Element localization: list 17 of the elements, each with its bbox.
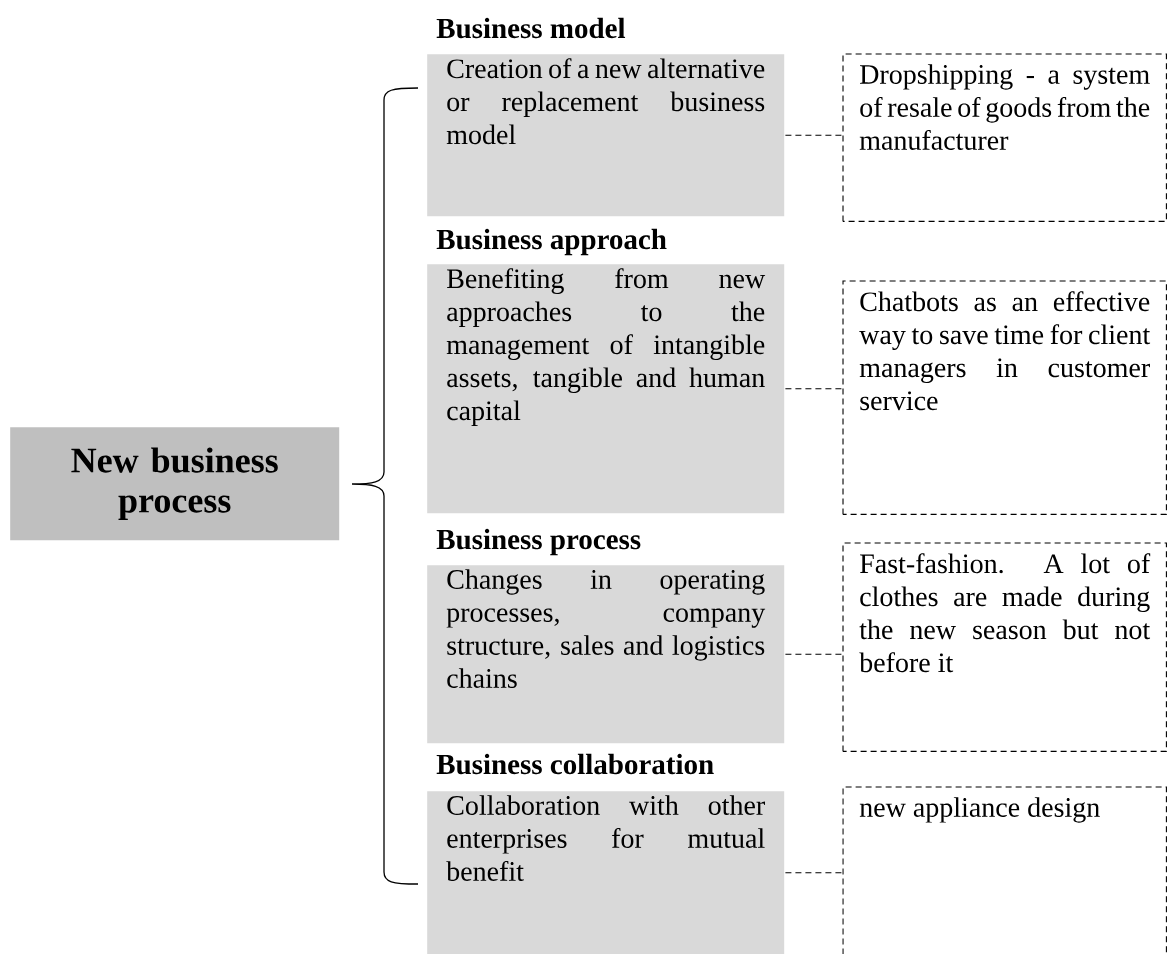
process-box: New business process — [10, 427, 340, 541]
text-box: Benefiting from new approaches to the management of intangible assets, tangible and human capital — [427, 264, 785, 514]
example-box: new appliance design — [842, 786, 1167, 954]
example-box: Fast-fashion. A lot of clothes are made during the new season but not before it — [842, 542, 1167, 752]
connector-line — [784, 653, 843, 655]
text-box: Changes in operating processes, company structure, sales and logistics chains — [427, 565, 785, 744]
heading: Business approach — [436, 228, 667, 256]
heading: Business process — [436, 528, 641, 556]
connector-line — [784, 872, 843, 874]
heading: Business collaboration — [436, 753, 714, 775]
example-box: Dropshipping - a system of resale of goods from the manufacturer — [842, 53, 1167, 222]
text-box: Creation of a new alternative or replacement business model — [427, 54, 785, 217]
heading: Business model — [436, 17, 626, 39]
connector-line — [784, 388, 843, 390]
connector-line — [784, 134, 843, 136]
text-box: Collaboration with other enterprises for mutual benefit — [427, 791, 785, 954]
example-box: Chatbots as an effective way to save time for client managers in customer service — [842, 280, 1167, 515]
